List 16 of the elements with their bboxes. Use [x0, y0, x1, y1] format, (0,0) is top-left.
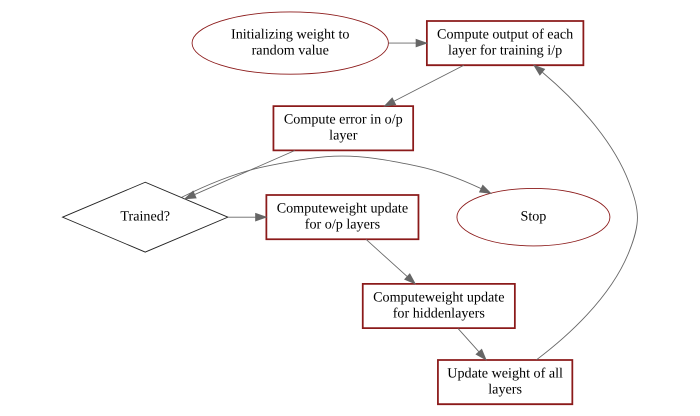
- arrow: [181, 156, 492, 198]
- node-box: Computeweight update for o/p layers: [265, 194, 420, 240]
- node-diamond: Trained?: [61, 182, 230, 253]
- arrow: [383, 64, 464, 107]
- node-box: Update weight of all layers: [437, 359, 574, 406]
- arrow: [458, 328, 487, 361]
- arrow: [532, 64, 638, 360]
- node-box: Compute error in o/p layer: [272, 105, 414, 152]
- node-box: Compute output of each layer for training i/p: [426, 20, 584, 66]
- arrow: [228, 212, 268, 222]
- arrow: [184, 150, 296, 200]
- node-ellipse: Initializing weight to random value: [192, 12, 389, 75]
- node-box: Computeweight update for hiddenlayers: [362, 283, 516, 330]
- node-ellipse: Stop: [456, 188, 610, 246]
- arrow: [388, 38, 428, 48]
- arrow: [366, 238, 416, 285]
